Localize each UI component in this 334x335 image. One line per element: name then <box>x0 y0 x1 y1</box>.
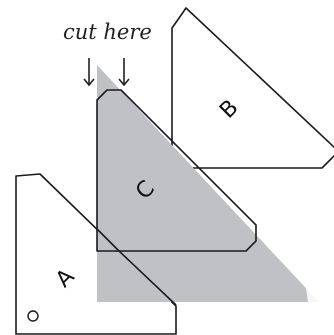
right-down-arrow-icon <box>118 58 130 87</box>
grey-triangle <box>97 65 319 302</box>
cut-here-caption: cut here <box>63 20 152 44</box>
hole-circle-icon <box>27 310 39 322</box>
piece-b-outline <box>171 7 334 169</box>
corner-checker <box>306 273 334 302</box>
piece-c-outline <box>96 89 257 252</box>
left-down-arrow-icon <box>83 58 95 87</box>
piece-a-fold-line <box>96 228 177 306</box>
